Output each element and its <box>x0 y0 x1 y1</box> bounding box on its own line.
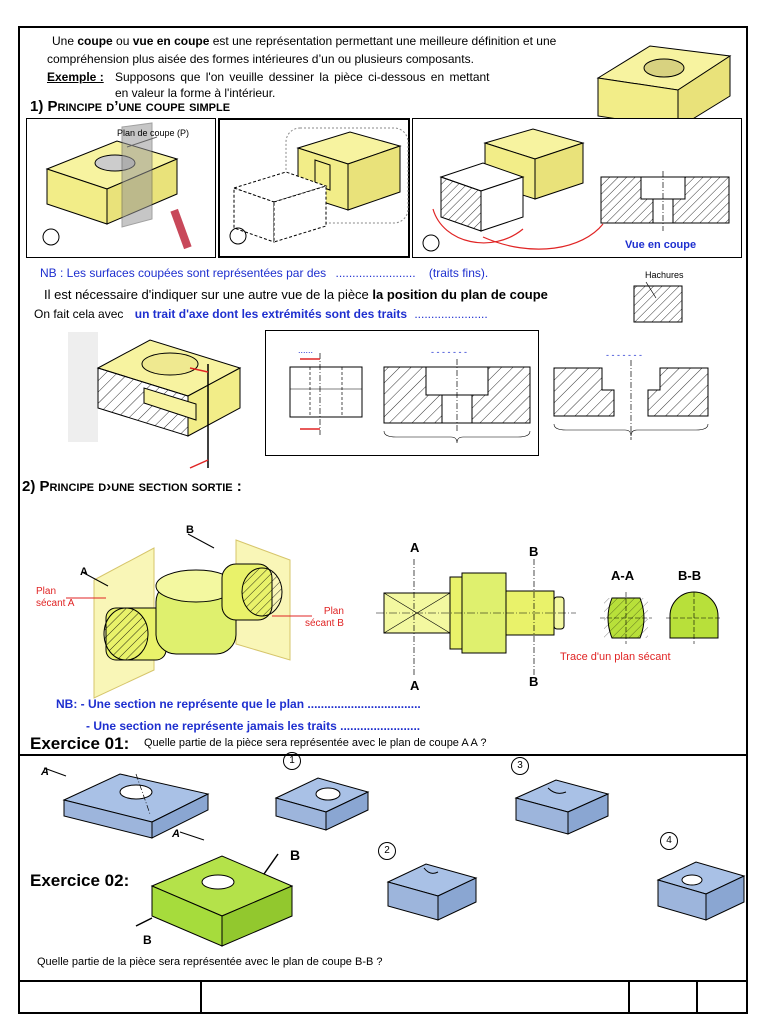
option-1-badge[interactable]: 1 <box>283 752 301 770</box>
footer-title-block <box>18 980 748 1014</box>
separated-halves-drawing <box>229 127 409 245</box>
label-b-bottom: B <box>529 674 539 689</box>
example-text1: Supposons que l'on veuille dessiner la p… <box>115 70 490 84</box>
option-2-drawing[interactable] <box>380 856 490 936</box>
hachures-label: Hachures <box>645 270 684 280</box>
hachures-sample <box>633 281 683 323</box>
trace-plan-label: Trace d'un plan sécant <box>560 651 671 663</box>
trait-axe-text: On fait cela avec un trait d'axe dont le… <box>34 307 488 321</box>
blank-dots-a: ...... <box>298 345 314 355</box>
option-3-drawing[interactable] <box>508 774 618 844</box>
section1-title: 1) Principe d’une coupe simple <box>30 98 231 115</box>
ex1-label-a-top: A <box>41 766 49 778</box>
option-4-drawing[interactable] <box>652 852 748 932</box>
intro-line2: compréhension plus aisée des formes inté… <box>47 52 474 66</box>
plan-de-coupe-label: Plan de coupe (P) <box>117 128 190 138</box>
ex2-label-b-bottom: B <box>143 933 152 947</box>
position-plan-text: Il est nécessaire d'indiquer sur une aut… <box>44 287 548 302</box>
footer-cell-1 <box>18 982 202 1014</box>
section-nb1: NB: - Une section ne représente que le p… <box>56 697 421 711</box>
hatched-halves-drawing <box>553 360 709 440</box>
exercice2-title: Exercice 02: <box>30 871 130 890</box>
exercice1-separator <box>18 754 748 756</box>
section2-title: 2) Principe d›une section sortie : <box>22 478 242 495</box>
sectioned-block-drawing <box>68 332 242 469</box>
section-nb2: - Une section ne représente jamais les t… <box>86 719 421 733</box>
section-view-drawing <box>422 128 730 252</box>
option-3-badge[interactable]: 3 <box>511 757 529 775</box>
shaft-elevation-drawing <box>376 559 576 675</box>
aa-label: A-A <box>611 568 635 583</box>
exercice1-part-drawing <box>43 767 210 841</box>
panel-separated-halves <box>218 118 410 258</box>
cutting-plane-drawing <box>42 122 192 250</box>
exercice2-part-drawing <box>135 853 294 947</box>
ex2-label-b-top: B <box>290 847 301 863</box>
example-block-drawing <box>596 45 732 129</box>
option-2-badge[interactable]: 2 <box>378 842 396 860</box>
blank-dots-b: - - - - - - - <box>431 347 467 357</box>
vue-en-coupe-label: Vue en coupe <box>625 239 697 251</box>
option-4-badge[interactable]: 4 <box>660 832 678 850</box>
label-a-top: A <box>410 540 420 555</box>
ex1-label-a-bottom: A <box>172 828 180 840</box>
panel-cut-position: ...... - - - - - - - <box>265 330 539 456</box>
panel-plan-de-coupe: Plan de coupe (P) <box>26 118 216 258</box>
exercice1-title: Exercice 01: <box>30 734 130 753</box>
exercice2-question: Quelle partie de la pièce sera représent… <box>37 956 383 968</box>
footer-cell-3 <box>630 982 698 1014</box>
example-label: Exemple : <box>47 70 104 84</box>
label-a-bottom: A <box>410 678 420 693</box>
cut-position-drawing <box>289 353 531 444</box>
label-b-top: B <box>529 544 539 559</box>
shaft-with-planes-drawing <box>66 533 312 699</box>
blank-dots-c: - - - - - - - <box>606 350 642 360</box>
label-a-3d: A <box>80 566 88 578</box>
example-text2: en valeur la forme à l'intérieur. <box>115 86 276 100</box>
page-frame <box>18 26 748 1014</box>
exercice1-question: Quelle partie de la pièce sera représent… <box>144 737 487 749</box>
footer-cell-2 <box>202 982 630 1014</box>
option-1-drawing[interactable] <box>268 770 378 840</box>
sections-aa-bb-drawing <box>600 591 722 644</box>
nb-hatch-text: NB : Les surfaces coupées sont représent… <box>40 266 489 280</box>
panel-vue-en-coupe: Vue en coupe <box>412 118 742 258</box>
intro-line1: Une coupe ou vue en coupe est une représ… <box>52 34 557 48</box>
label-b-3d: B <box>186 524 194 536</box>
bb-label: B-B <box>678 568 702 583</box>
